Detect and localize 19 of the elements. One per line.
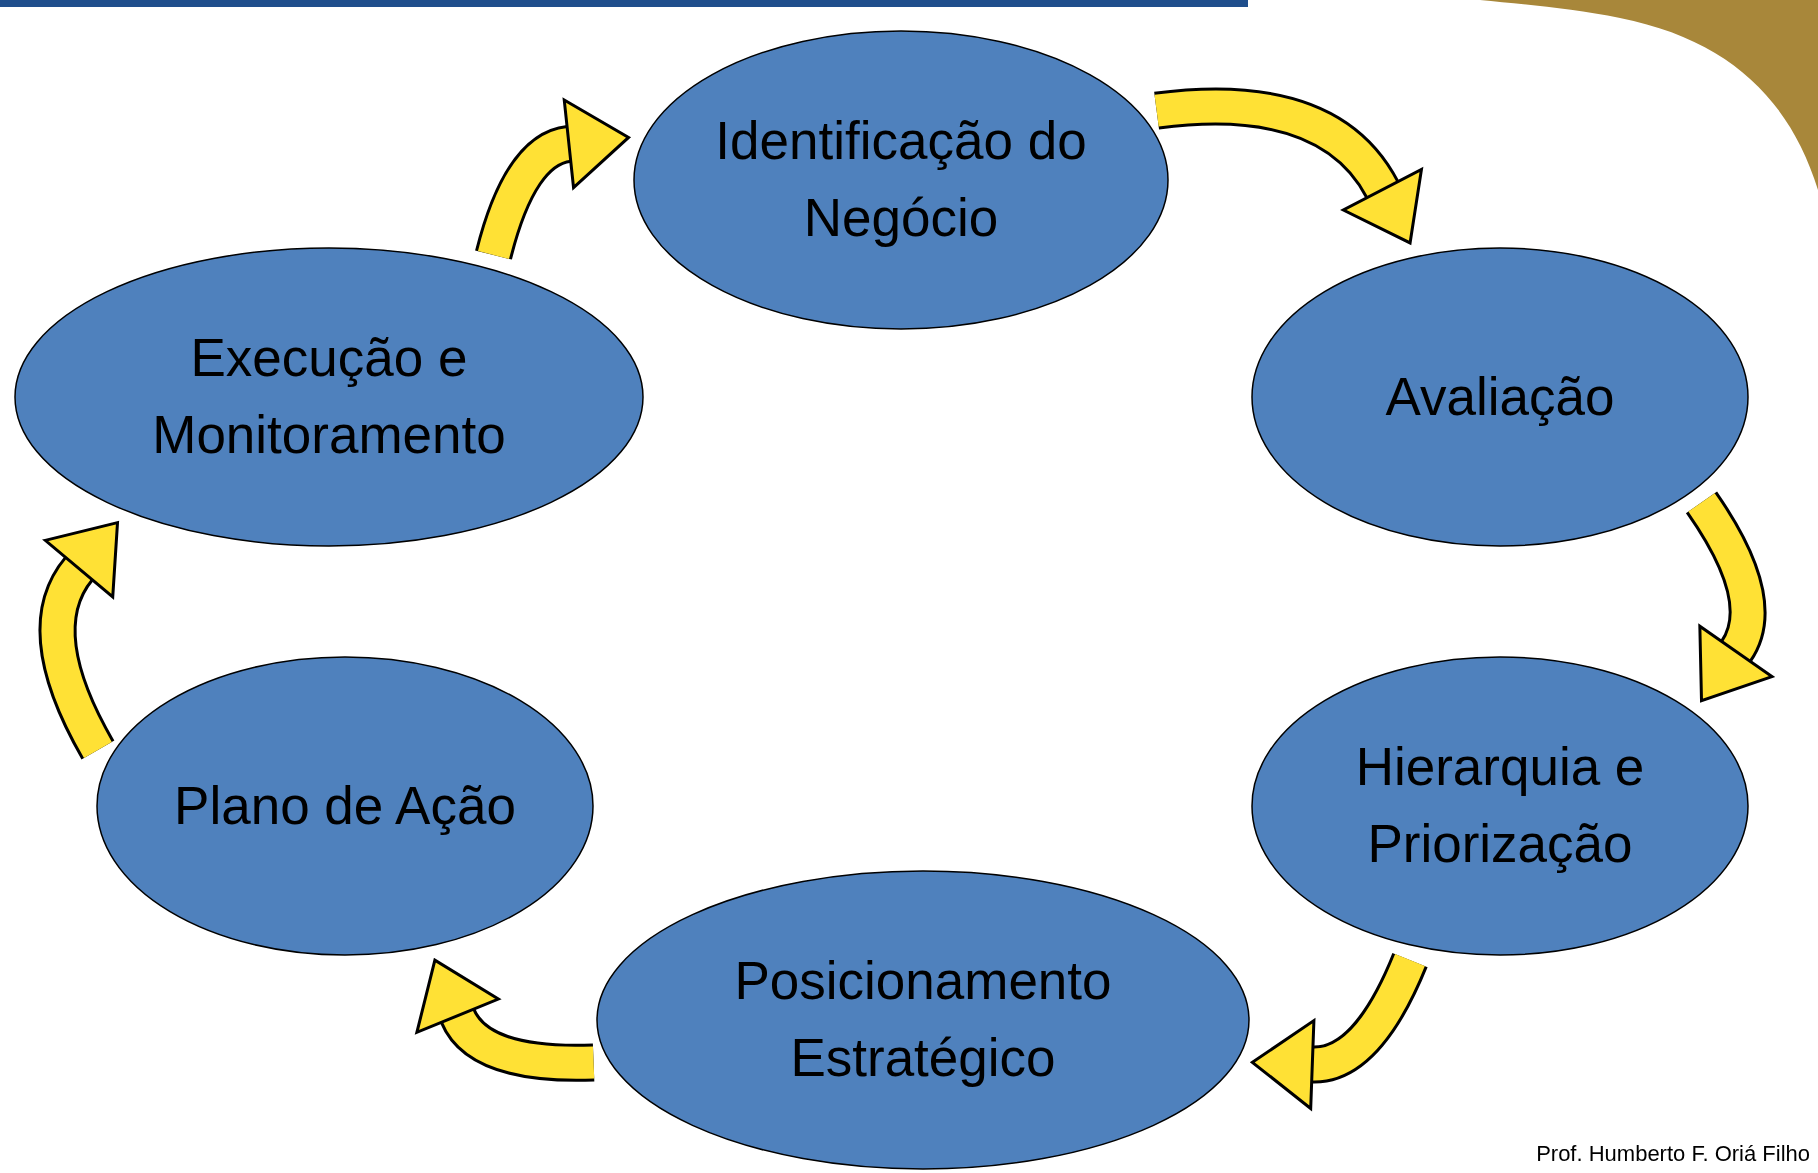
node-label: Hierarquia e Priorização <box>1354 736 1646 875</box>
process-ellipse <box>596 870 1250 1170</box>
curved-arrow <box>416 960 594 1079</box>
node-label: Avaliação <box>1385 365 1615 428</box>
process-ellipse <box>1251 247 1749 547</box>
curved-arrow <box>1154 90 1422 243</box>
curved-arrow <box>41 518 117 758</box>
node-label: Identificação do Negócio <box>714 110 1088 249</box>
footer-credit: Prof. Humberto F. Oriá Filho <box>1536 1141 1810 1167</box>
curved-arrow <box>478 99 630 260</box>
process-ellipse <box>96 656 594 956</box>
node-label: Posicionamento Estratégico <box>733 950 1113 1089</box>
node-label: Plano de Ação <box>174 774 516 837</box>
process-ellipse <box>633 30 1169 330</box>
curved-arrow <box>1688 493 1776 705</box>
node-label: Execução e Monitoramento <box>151 327 507 466</box>
process-ellipse <box>1251 656 1749 956</box>
curved-arrow <box>1250 953 1425 1110</box>
process-ellipse <box>14 247 644 547</box>
